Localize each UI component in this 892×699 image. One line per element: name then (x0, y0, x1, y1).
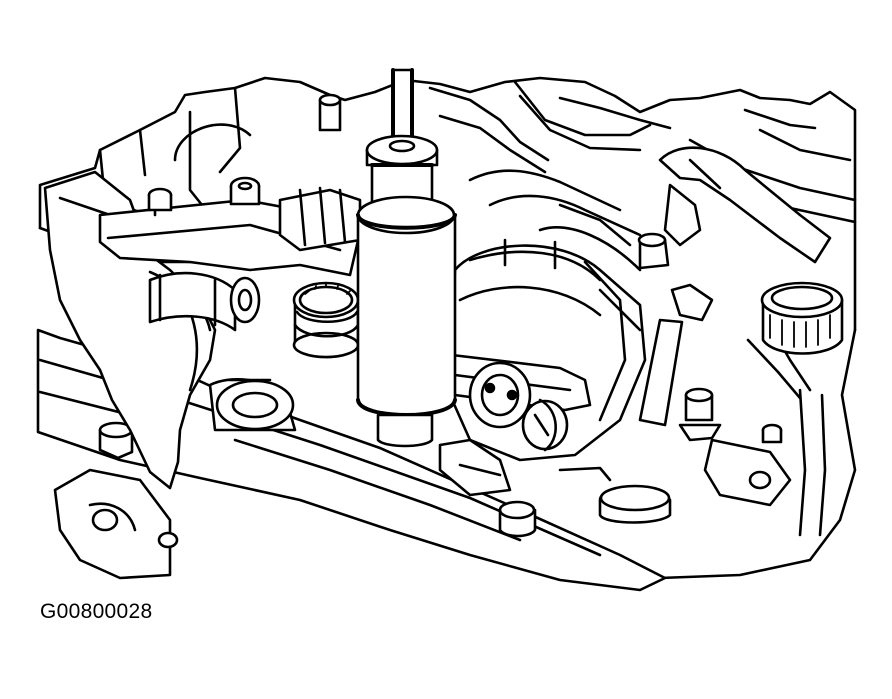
pulley (448, 238, 647, 462)
radiator-cap (760, 281, 844, 355)
lower-components (53, 438, 672, 580)
puller-tool (356, 68, 457, 448)
pressure-gauge (292, 281, 360, 359)
figure-id-label: G00800028 (40, 600, 153, 623)
intake-duct (43, 170, 261, 490)
throttle-body (208, 186, 362, 432)
hoses (538, 146, 832, 507)
upper-left-housing (98, 93, 362, 277)
